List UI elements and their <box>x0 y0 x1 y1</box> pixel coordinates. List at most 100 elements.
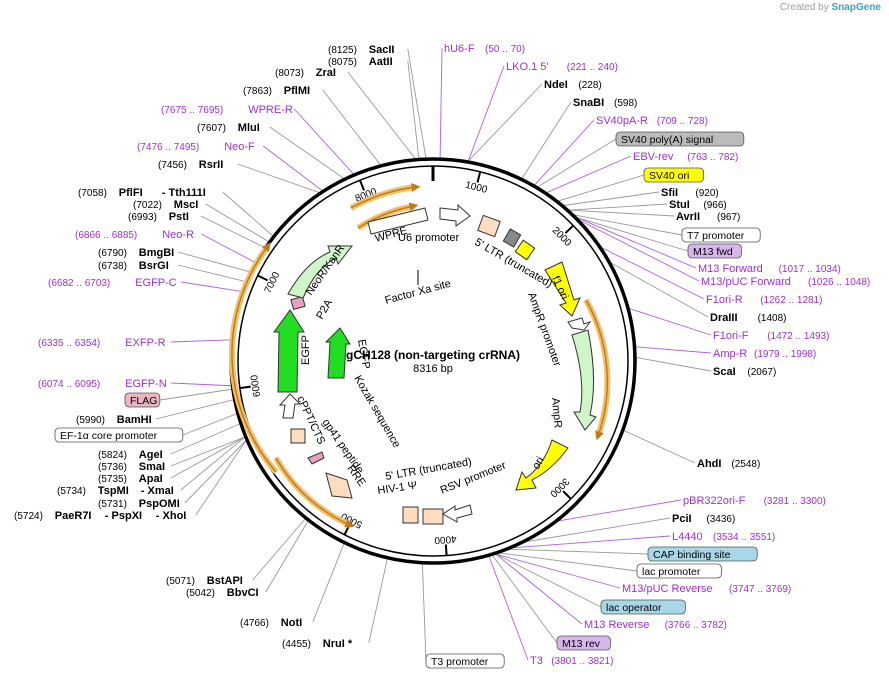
bmgbi-name: BmgBI <box>139 247 174 259</box>
mlui-name: MluI <box>238 122 260 134</box>
psti-name: PstI <box>169 211 189 223</box>
leader-line <box>521 101 572 179</box>
ruler-label: 4000 <box>434 533 457 546</box>
sacii-pos: (8125) <box>328 45 357 56</box>
pflfi-extra: - Tth111I <box>162 187 206 199</box>
lko1-pos: (221 .. 240) <box>567 62 618 73</box>
ampr-pos: (1979 .. 1998) <box>754 349 816 360</box>
ltr-box-top <box>477 214 501 238</box>
sacii-label: (8125)SacII <box>328 44 394 56</box>
leader-line <box>171 339 232 343</box>
leader-line <box>534 119 595 186</box>
pflfi-label: (7058)PflFI- Tth111I <box>78 187 206 199</box>
ruler-tick <box>562 490 572 500</box>
egfpc-label: (6682 .. 6703)EGFP-C <box>48 277 177 289</box>
cppt-feature <box>290 428 306 444</box>
ampr-label: Amp-R(1979 .. 1998) <box>713 348 816 360</box>
lacop-name: lac operator <box>606 602 662 614</box>
wprer-label: (7675 .. 7695)WPRE-R <box>161 104 293 116</box>
smai-label: (5736)SmaI <box>98 461 165 473</box>
draiii-name: DraIII <box>710 312 738 324</box>
draiii-pos: (1408) <box>758 313 787 324</box>
t3-pos: (3801 .. 3821) <box>551 656 613 667</box>
orange-arrow-bottom <box>275 457 355 528</box>
leader-line <box>512 535 671 549</box>
bmgbi-label: (6790)BmgBI <box>98 247 174 259</box>
pflfi-name: PflFI <box>119 187 143 199</box>
leader-line <box>488 555 529 661</box>
bstapi-name: BstAPI <box>207 575 243 587</box>
sv40pa-box <box>615 131 745 147</box>
m13pucrev-pos: (3747 .. 3769) <box>729 584 791 595</box>
neor-label: (6866 .. 6885)Neo-R <box>75 229 194 241</box>
ruler-label: 1000 <box>464 180 489 196</box>
leader-line <box>628 308 712 336</box>
f1orir-label: F1ori-R(1262 .. 1281) <box>706 294 822 306</box>
leader-line <box>601 247 705 300</box>
leader-line <box>495 553 602 608</box>
mlui-pos: (7607) <box>197 123 226 134</box>
bstapi-pos: (5071) <box>166 576 195 587</box>
leader-line <box>368 558 388 644</box>
leader-line <box>467 65 505 162</box>
avrii-name: AvrII <box>676 211 700 223</box>
leader-line <box>499 552 638 572</box>
leader-line <box>265 520 309 593</box>
m13forward-name: M13 Forward <box>698 263 763 275</box>
m13rev-box <box>556 635 611 651</box>
sv40par-label: SV40pA-R(709 .. 728) <box>596 115 708 127</box>
f1orif-name: F1ori-F <box>713 330 749 342</box>
bsrgi-label: (6738)BsrGI <box>98 260 169 272</box>
ruler-label: 6000 <box>249 374 263 398</box>
bbvci-name: BbvCI <box>227 587 259 599</box>
draiii-label: DraIII (1408) <box>710 312 787 324</box>
leader-line <box>170 423 241 455</box>
rsrii-pos: (7456) <box>158 160 187 171</box>
paer7i-extra: - PspXI <box>105 510 142 522</box>
ebvrev-label: EBV-rev(763 .. 782) <box>633 151 738 163</box>
leader-line <box>546 155 632 194</box>
leader-line <box>576 217 697 269</box>
flag-box <box>124 392 161 408</box>
t3prom-name: T3 promoter <box>431 656 489 668</box>
orange-arrow-top-2 <box>357 202 419 229</box>
m13rev-name: M13 rev <box>562 638 601 650</box>
noti-label: (4766)NotI <box>240 617 302 629</box>
leader-line <box>347 71 416 160</box>
pbr-label: pBR322ori-F(3281 .. 3300) <box>683 495 826 507</box>
pfimi-label: (7863)PflMI <box>243 85 310 97</box>
leader-line <box>182 413 238 436</box>
egfp-left-feature <box>273 309 305 393</box>
lko1-name: LKO.1 5' <box>506 61 548 73</box>
ori-label: ori <box>530 455 547 472</box>
t7-box <box>681 227 761 243</box>
gray-box-top <box>502 228 522 248</box>
hiv-label: HIV-1 Ψ <box>377 480 418 497</box>
leader-line <box>159 388 233 401</box>
leader-line <box>252 518 306 581</box>
m13pucfwd-pos: (1026 .. 1048) <box>808 277 870 288</box>
ebvrev-name: EBV-rev <box>633 151 674 163</box>
nrui-pos: (4455) <box>282 639 311 650</box>
leader-line <box>491 554 558 644</box>
neof-name: Neo-F <box>224 141 255 153</box>
leader-lines <box>155 47 712 662</box>
tspmi-extra: - XmaI <box>141 485 174 497</box>
cap-name: CAP binding site <box>653 549 731 561</box>
egfpn-name: EGFP-N <box>125 378 167 390</box>
leader-line <box>576 217 689 252</box>
psti-pos: (6993) <box>128 212 157 223</box>
smai-name: SmaI <box>139 461 165 473</box>
outside-labels: (8125)SacII(8075)AatII(8073)ZraI(7863)Pf… <box>14 43 870 669</box>
m13fwd-name: M13 fwd <box>693 246 733 258</box>
leader-line <box>322 89 381 166</box>
psti-label: (6993) PstI <box>128 211 189 223</box>
sv40ori-box <box>643 167 704 183</box>
leader-line <box>557 499 682 522</box>
rre-feature <box>325 472 353 499</box>
leader-line <box>312 543 345 623</box>
snabi-pos: (598) <box>614 98 637 109</box>
p2a-feature <box>290 296 306 310</box>
t3prom-box <box>425 653 505 669</box>
